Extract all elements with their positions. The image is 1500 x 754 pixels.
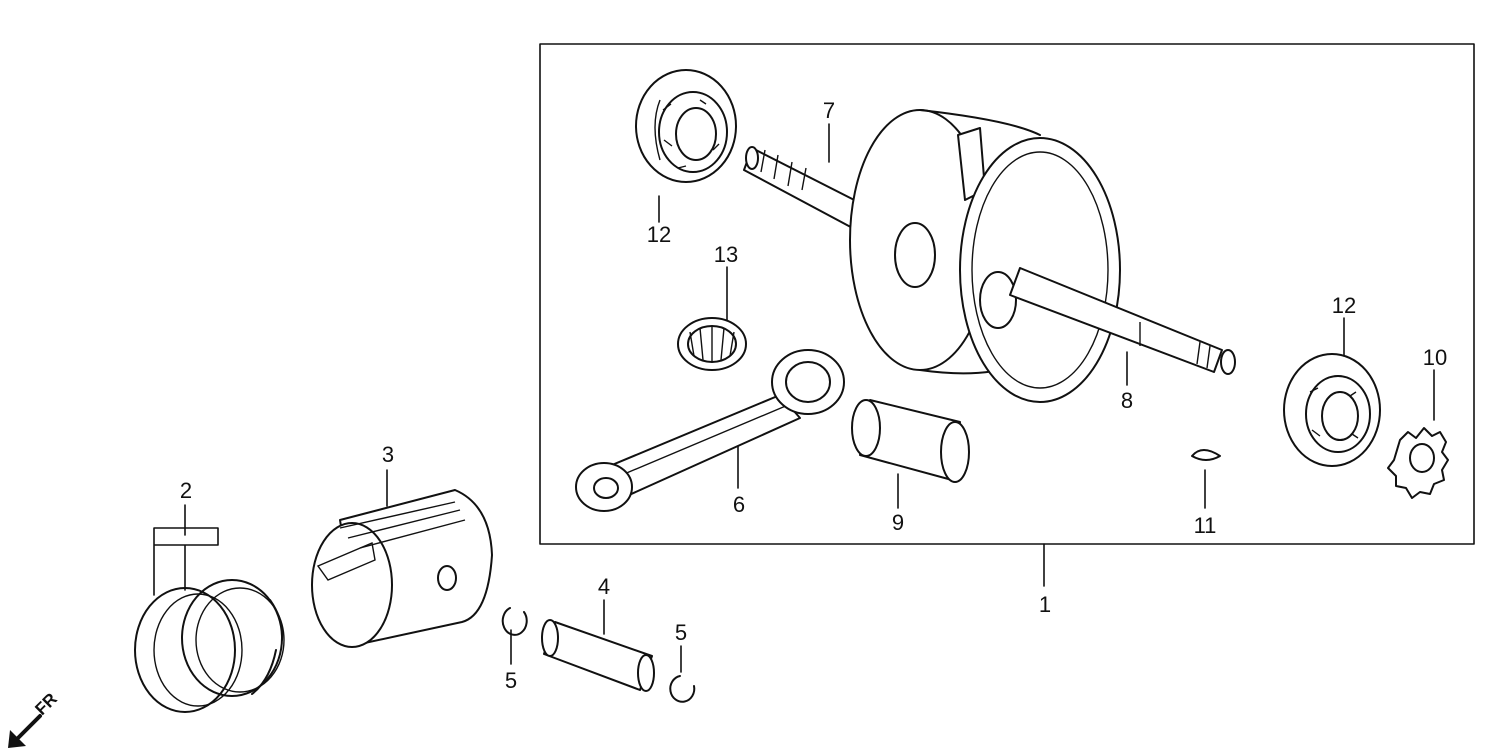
crank-pin[interactable] [851,399,970,483]
label-part-1: 1 [1039,592,1051,617]
piston-pin-clip-left[interactable] [501,607,528,636]
label-part-7: 7 [823,98,835,123]
bearing-right[interactable] [1283,353,1381,467]
label-part-4: 4 [598,574,610,599]
label-part-3: 3 [382,442,394,467]
crankshaft-assembly-frame [539,43,1475,545]
bearing-top[interactable] [635,69,737,183]
label-part-8: 8 [1121,388,1133,413]
leader-lines [153,123,1435,673]
label-part-9: 9 [892,510,904,535]
piston-pin-clip-right[interactable] [669,675,696,703]
label-part-10: 10 [1423,345,1447,370]
label-part-12-right: 12 [1332,293,1356,318]
label-part-12-top: 12 [647,222,671,247]
needle-bearing[interactable] [677,317,747,371]
front-direction-text: FR [31,689,60,718]
piston[interactable] [311,489,493,648]
woodruff-key[interactable] [1191,449,1221,461]
label-part-13: 13 [714,242,738,267]
label-part-2: 2 [180,478,192,503]
label-part-5-left: 5 [505,668,517,693]
connecting-rod[interactable] [575,349,845,512]
piston-pin[interactable] [541,619,655,692]
front-direction-indicator: FR [8,689,61,748]
label-part-5-right: 5 [675,620,687,645]
piston-rings[interactable] [134,579,285,713]
label-part-6: 6 [733,492,745,517]
arrow-down-left-icon [8,714,42,748]
label-part-11: 11 [1194,513,1217,538]
timing-gear[interactable] [1387,427,1449,499]
crankshaft[interactable] [743,109,1236,403]
